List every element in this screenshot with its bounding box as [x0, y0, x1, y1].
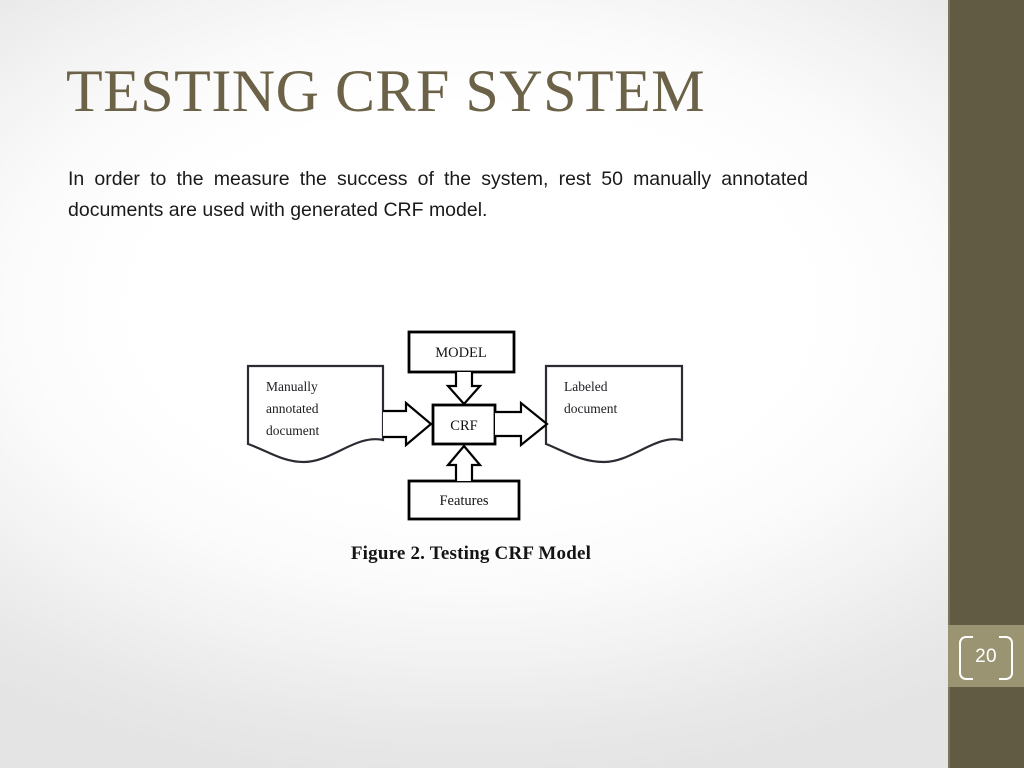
- badge-left-bracket-icon: [959, 636, 973, 680]
- body-paragraph: In order to the measure the success of t…: [68, 168, 808, 221]
- crf-label: CRF: [450, 418, 477, 434]
- output-document-label-line2: document: [564, 401, 617, 416]
- figure-caption: Figure 2. Testing CRF Model: [350, 543, 592, 564]
- figure-diagram: MODEL CRF Features Manually annotated do…: [236, 318, 706, 580]
- badge-right-bracket-icon: [999, 636, 1013, 680]
- model-label: MODEL: [435, 345, 487, 361]
- output-document-shape: [544, 364, 684, 464]
- arrow-crf-to-output: [495, 400, 549, 448]
- band-seam-line: [948, 0, 950, 768]
- arrow-model-to-crf: [445, 372, 483, 406]
- page-title: TESTING CRF SYSTEM: [66, 58, 706, 124]
- arrow-features-to-crf: [445, 444, 483, 481]
- page-number-badge: 20: [948, 625, 1024, 687]
- page-number-value: 20: [975, 645, 997, 667]
- input-document-label-line3: document: [266, 423, 319, 438]
- input-document-shape: [246, 364, 385, 464]
- features-label: Features: [439, 493, 488, 509]
- input-document-label-line2: annotated: [266, 401, 319, 416]
- output-document-label-line1: Labeled: [564, 379, 608, 394]
- crf-model-diagram-svg: MODEL CRF Features Manually annotated do…: [246, 330, 684, 521]
- input-document-label-line1: Manually: [266, 379, 318, 394]
- arrow-input-to-crf: [383, 400, 433, 448]
